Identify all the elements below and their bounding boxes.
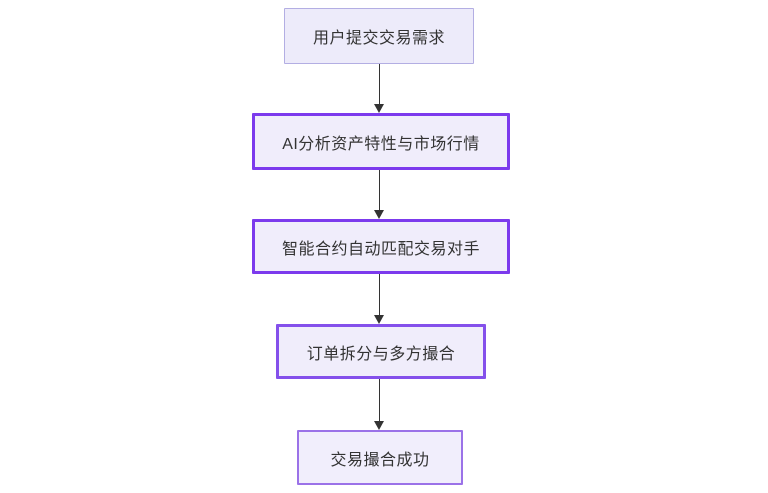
arrow-line [378,379,381,422]
flow-node-trade-success: 交易撮合成功 [297,430,463,485]
flow-node-label: 交易撮合成功 [330,451,430,469]
arrow-line [378,64,381,105]
flow-arrow-4 [373,379,386,430]
flow-node-order-splitting: 订单拆分与多方撮合 [276,324,486,379]
arrow-line [378,274,381,316]
flow-node-label: 用户提交交易需求 [312,30,445,47]
flow-node-user-request: 用户提交交易需求 [284,8,474,64]
flow-node-label: 订单拆分与多方撮合 [306,345,456,363]
arrow-head-icon [374,210,384,219]
flow-node-label: 智能合约自动匹配交易对手 [281,240,480,258]
flow-node-label: AI分析资产特性与市场行情 [282,135,480,153]
flow-arrow-1 [373,64,386,113]
flow-node-smart-contract-matching: 智能合约自动匹配交易对手 [252,219,510,274]
arrow-head-icon [374,421,384,430]
flow-node-ai-analysis: AI分析资产特性与市场行情 [252,113,510,170]
arrow-head-icon [374,315,384,324]
arrow-head-icon [374,104,384,113]
flow-arrow-3 [373,274,386,324]
arrow-line [378,170,381,211]
flow-arrow-2 [373,170,386,219]
